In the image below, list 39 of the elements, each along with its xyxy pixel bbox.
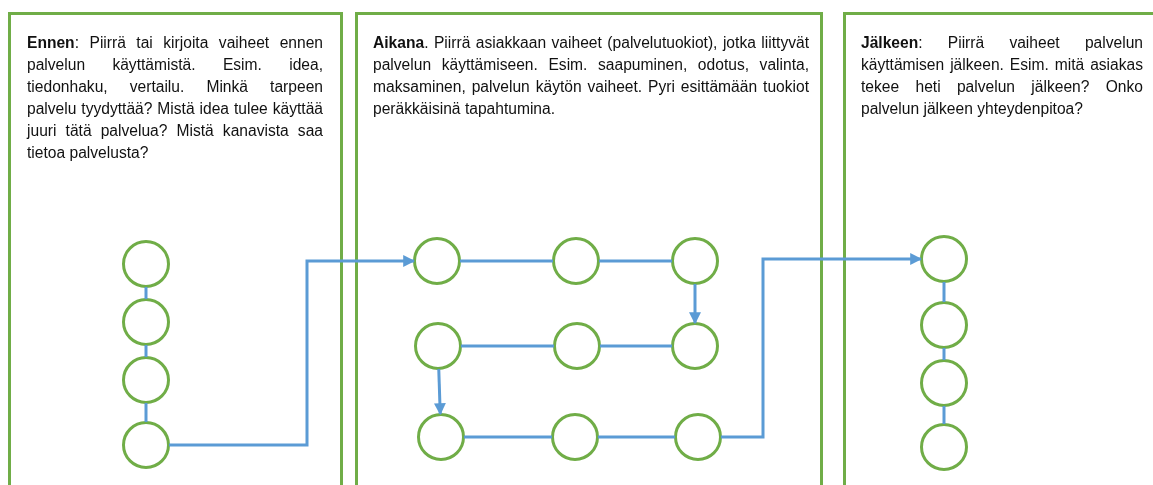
step-circle [414, 322, 462, 370]
step-circle [674, 413, 722, 461]
step-circle [671, 322, 719, 370]
step-circle [552, 237, 600, 285]
step-circle [122, 240, 170, 288]
connector-line [144, 345, 148, 357]
arrow [721, 253, 923, 439]
connector-line [599, 259, 672, 263]
stage-description: Ennen: Piirrä tai kirjoita vaiheet ennen palvelun käyttämistä. Esim. idea, tiedonhaku, vertailu. Minkä tarpeen palvelu tyydyttää? Mistä idea tulee käyttää juuri tätä palvelua? Mistä kanavista saa tietoa palvelusta? [27, 33, 323, 163]
step-circle [920, 301, 968, 349]
step-circle [671, 237, 719, 285]
arrow [433, 368, 446, 416]
arrow [169, 255, 416, 447]
step-circle [553, 322, 601, 370]
connector-line [464, 435, 552, 439]
stage-description: Jälkeen: Piirrä vaiheet palvelun käyttämisen jälkeen. Esim. mitä asiakas tekee heti palvelun jälkeen? Onko palvelun jälkeen yhteydenpitoa? [861, 33, 1143, 119]
arrow [689, 284, 701, 325]
step-circle [122, 298, 170, 346]
connector-line [598, 435, 675, 439]
connector-line [461, 344, 554, 348]
step-circle [122, 421, 170, 469]
connector-line [942, 406, 946, 424]
stage-description: Aikana. Piirrä asiakkaan vaiheet (palvelutuokiot), jotka liittyvät palvelun käyttämiseen. Esim. saapuminen, odotus, valinta, maksaminen, palvelun käytön vaiheet. Pyri esittämään tuokiot peräkkäisinä tapahtumina. [373, 33, 809, 119]
connector-line [600, 344, 672, 348]
connector-line [942, 282, 946, 302]
connector-line [460, 259, 553, 263]
step-circle [920, 359, 968, 407]
stage-panel [843, 12, 1153, 485]
connector-line [942, 348, 946, 360]
connector-line [144, 403, 148, 422]
step-circle [920, 423, 968, 471]
step-circle [417, 413, 465, 461]
stage-panel [355, 12, 823, 485]
step-circle [413, 237, 461, 285]
step-circle [122, 356, 170, 404]
step-circle [920, 235, 968, 283]
stage-panel [8, 12, 343, 485]
connector-line [144, 287, 148, 299]
step-circle [551, 413, 599, 461]
